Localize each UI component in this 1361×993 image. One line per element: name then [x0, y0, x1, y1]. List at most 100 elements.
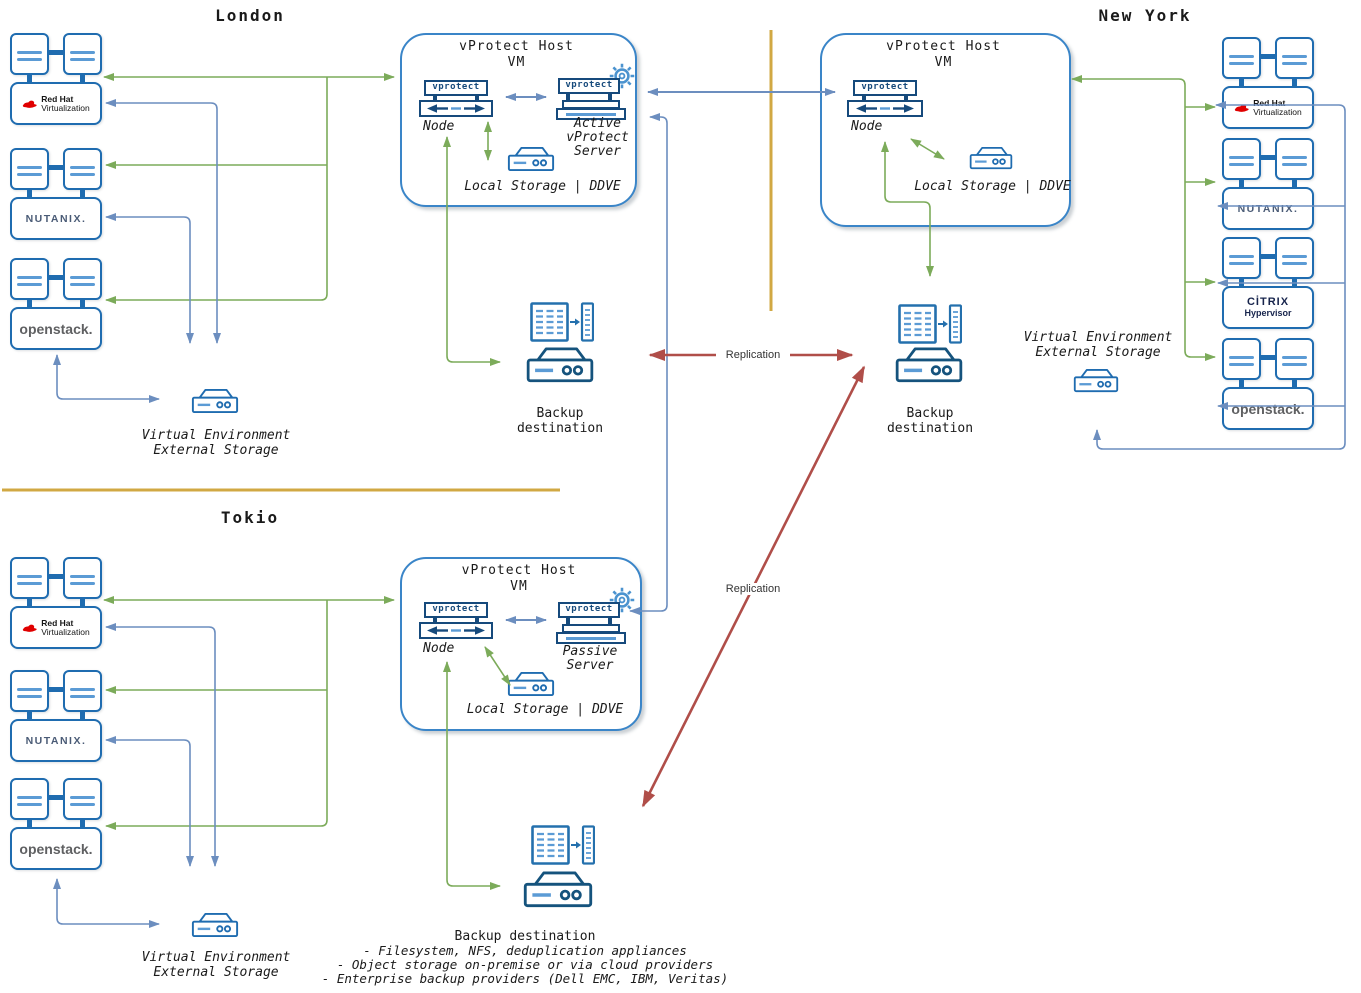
local-storage-label: Local Storage | DDVE	[466, 702, 624, 717]
local-storage-label: Local Storage | DDVE	[464, 179, 621, 194]
host-subtitle: VM	[510, 579, 528, 594]
host-monitor-icon	[63, 258, 102, 300]
backup-destination-label: Backup destination	[454, 929, 596, 944]
backup-destination-label: Backup destination	[886, 406, 974, 436]
vprotect-logo: vprotect	[558, 602, 620, 618]
vprotect-node-icon: vprotect	[847, 80, 923, 117]
nutanix-box: NUTANIX.	[10, 197, 102, 240]
openstack-logo-text: openstack.	[19, 320, 93, 337]
host-monitor-icon	[10, 33, 49, 75]
cluster-london-openstack: openstack.	[10, 258, 102, 351]
vprotect-logo: vprotect	[424, 602, 488, 618]
host-monitor-icon	[1275, 338, 1314, 380]
redhat-hat-icon	[23, 100, 37, 108]
external-storage-label: Virtual Environment External Storage	[141, 428, 291, 458]
host-monitor-icon	[1275, 237, 1314, 279]
openstack-box: openstack.	[10, 827, 102, 870]
local-storage-icon	[506, 671, 556, 698]
host-monitor-icon	[10, 148, 49, 190]
host-subtitle: VM	[507, 55, 526, 70]
host-monitor-icon	[63, 557, 102, 599]
redhat-hat-icon	[23, 624, 37, 632]
backup-appliance-icon	[893, 346, 965, 385]
dedup-icon	[531, 824, 595, 866]
external-storage-icon	[190, 388, 240, 415]
host-monitor-icon	[63, 778, 102, 820]
backup-bullet: - Enterprise backup providers (Dell EMC,…	[321, 971, 729, 986]
node-arrow-icon	[424, 103, 488, 114]
replication-label: Replication	[716, 583, 790, 595]
node-label: Node	[423, 119, 455, 134]
backup-destination-label: Backup destination	[516, 406, 604, 436]
external-storage-label: Virtual Environment External Storage	[141, 950, 291, 980]
host-monitor-icon	[1222, 37, 1261, 79]
node-arrow-icon	[424, 625, 488, 636]
host-monitor-icon	[10, 258, 49, 300]
cluster-ny-nutanix: NUTANIX.	[1222, 138, 1314, 231]
vprotect-host-box-ny	[820, 33, 1071, 227]
external-storage-icon	[1072, 368, 1120, 394]
vprotect-node-icon: vprotect	[419, 80, 493, 117]
backup-appliance-icon	[521, 870, 595, 910]
local-storage-icon	[506, 146, 556, 173]
cluster-tokio-openstack: openstack.	[10, 778, 102, 871]
redhat-logo-text: Red Hat	[41, 93, 74, 104]
vprotect-server-icon: vprotect	[556, 62, 636, 122]
section-title-tokio: Tokio	[220, 508, 280, 527]
vprotect-node-icon: vprotect	[419, 602, 493, 639]
host-subtitle: VM	[934, 55, 953, 70]
node-label: Node	[851, 119, 883, 134]
host-monitor-icon	[1275, 138, 1314, 180]
vprotect-logo: vprotect	[424, 80, 488, 96]
divider-lines	[2, 30, 773, 492]
replication-label: Replication	[716, 349, 790, 361]
vprotect-host-box-london	[400, 33, 637, 207]
node-bar	[419, 622, 493, 639]
nutanix-box: NUTANIX.	[10, 719, 102, 762]
local-storage-icon	[968, 146, 1014, 171]
host-title: vProtect Host	[459, 39, 574, 54]
host-monitor-icon	[63, 670, 102, 712]
cluster-bridge	[47, 50, 65, 55]
backup-destination-block: Backup destination - Filesystem, NFS, de…	[310, 930, 740, 986]
node-bar	[419, 100, 493, 117]
host-monitor-icon	[10, 778, 49, 820]
backup-bullet: - Filesystem, NFS, deduplication applian…	[363, 943, 687, 958]
host-title: vProtect Host	[886, 39, 1001, 54]
local-storage-label: Local Storage | DDVE	[914, 179, 1071, 194]
openstack-box: openstack.	[1222, 387, 1314, 430]
external-storage-label: Virtual Environment External Storage	[1023, 330, 1173, 360]
vprotect-server-icon: vprotect	[556, 586, 636, 646]
host-monitor-icon	[63, 33, 102, 75]
node-label: Node	[423, 641, 455, 656]
vprotect-logo: vprotect	[853, 80, 917, 96]
host-monitor-icon	[1275, 37, 1314, 79]
replication-connectors	[641, 349, 866, 808]
section-title-london: London	[215, 6, 285, 25]
nutanix-logo-text: NUTANIX.	[25, 212, 87, 225]
host-monitor-icon	[1222, 237, 1261, 279]
cluster-london-nutanix: NUTANIX.	[10, 148, 102, 241]
backup-appliance-icon	[524, 346, 596, 385]
citrix-logo-text: CİTRIX	[1246, 295, 1290, 308]
vprotect-logo: vprotect	[558, 78, 620, 94]
host-title: vProtect Host	[461, 563, 577, 578]
nutanix-box: NUTANIX.	[1222, 187, 1314, 230]
cluster-tokio-nutanix: NUTANIX.	[10, 670, 102, 763]
active-server-label: Active vProtect Server	[566, 116, 629, 159]
cluster-ny-openstack: openstack.	[1222, 338, 1314, 431]
redhat-hat-icon	[1235, 104, 1249, 112]
node-bar	[847, 100, 923, 117]
node-arrow-icon	[853, 103, 917, 114]
host-monitor-icon	[10, 557, 49, 599]
